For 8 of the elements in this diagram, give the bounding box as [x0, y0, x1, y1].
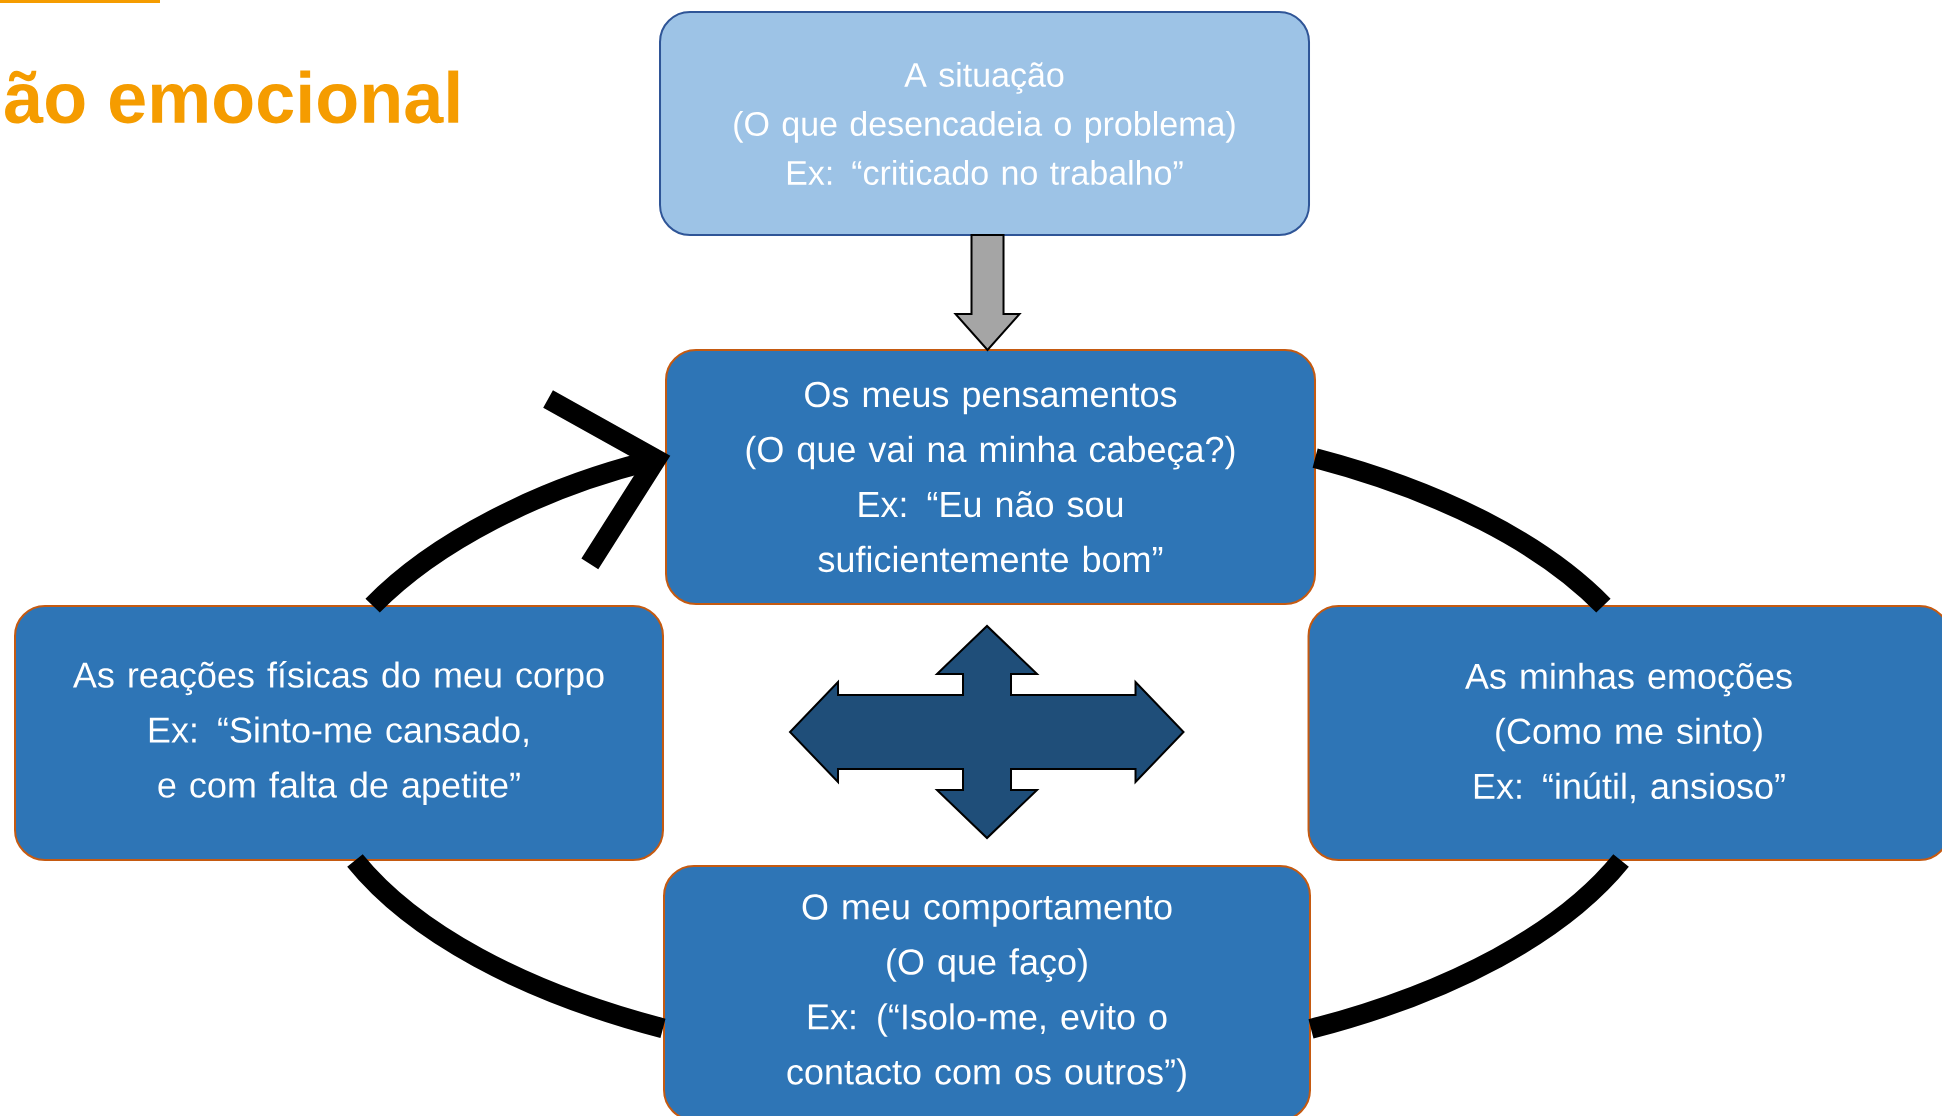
block-arrow — [953, 234, 1022, 352]
process-box: A situação (O que desencadeia o problema) Ex: “criticado no trabalho” — [659, 11, 1310, 236]
four-way-arrow — [788, 624, 1185, 840]
heading: ão emocional — [5, 70, 459, 124]
process-box: As reações físicas do meu corpo Ex: “Sinto-me cansado, e com falta de apetite” — [14, 605, 664, 861]
process-box: Os meus pensamentos (O que vai na minha cabeça?) Ex: “Eu não sou suficientemente bom” — [665, 349, 1316, 605]
process-box: As minhas emoções (Como me sinto) Ex: “inútil, ansioso” — [1307, 605, 1942, 861]
process-box: O meu comportamento (O que faço) Ex: (“Isolo-me, evito o contacto com os outros”) — [663, 865, 1311, 1116]
